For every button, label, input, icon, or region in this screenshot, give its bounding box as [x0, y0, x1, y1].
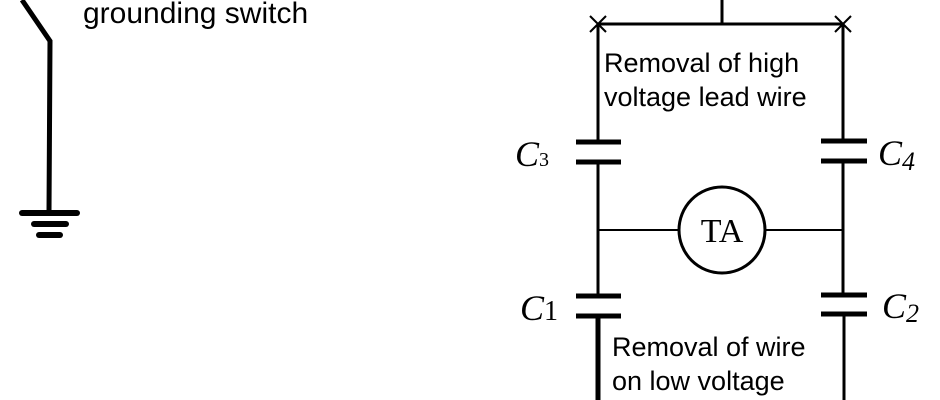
removal-cross-right: [834, 15, 852, 33]
removal-cross-left: [589, 15, 607, 33]
capacitor-c4: [821, 138, 867, 164]
ammeter-symbol: [677, 185, 767, 275]
ammeter-label: TA: [701, 213, 744, 250]
capacitor-c1: [576, 293, 621, 319]
capacitor-c2: [821, 292, 867, 317]
bridge-wires: [595, 0, 846, 400]
capacitor-c1-label: C1: [520, 288, 558, 328]
capacitor-c2-label: C2: [882, 286, 919, 328]
low-voltage-note-line2: on low voltage: [612, 366, 785, 396]
grounding-switch: [19, 0, 53, 213]
capacitor-c4-label: C4: [878, 133, 915, 176]
low-voltage-note-line1: Removal of wire: [612, 332, 806, 362]
high-voltage-note-line1: Removal of high: [604, 48, 799, 78]
grounding-switch-label: grounding switch: [83, 0, 308, 30]
capacitor-c3: [576, 139, 621, 165]
capacitor-c3-label: C3: [515, 134, 549, 174]
ground-symbol: [19, 210, 80, 238]
high-voltage-note-line2: voltage lead wire: [604, 82, 807, 112]
